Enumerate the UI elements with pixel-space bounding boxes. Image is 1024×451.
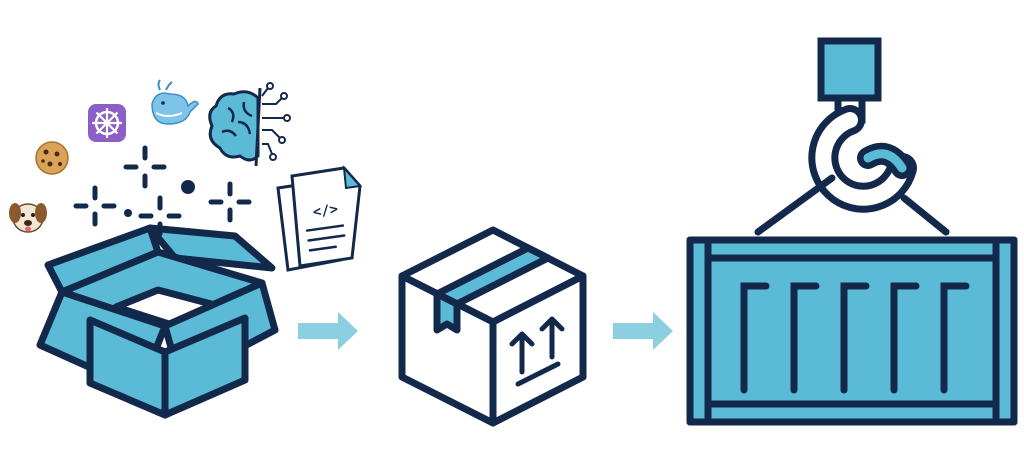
open-box-icon: [36, 224, 279, 419]
arrow-right-icon: [613, 312, 673, 350]
kubernetes-helm-icon: [88, 104, 126, 142]
puppy-icon: [9, 203, 47, 233]
container-ribs: [740, 282, 970, 394]
this-side-up-icon: [509, 316, 565, 387]
code-glyph: </>: [312, 201, 339, 220]
ai-brain-icon: [208, 82, 291, 167]
package-icon: [398, 226, 587, 427]
dot-icon: [124, 209, 132, 217]
shipping-container-icon: [686, 236, 1018, 426]
cookie-icon: [35, 141, 69, 175]
dot-icon: [181, 180, 195, 194]
whale-icon: [151, 79, 199, 125]
code-document-icon: </>: [276, 165, 362, 272]
sparkle-icon: [73, 145, 252, 237]
arrow-right-icon: [298, 312, 358, 350]
crane-hook-icon: [754, 37, 950, 236]
